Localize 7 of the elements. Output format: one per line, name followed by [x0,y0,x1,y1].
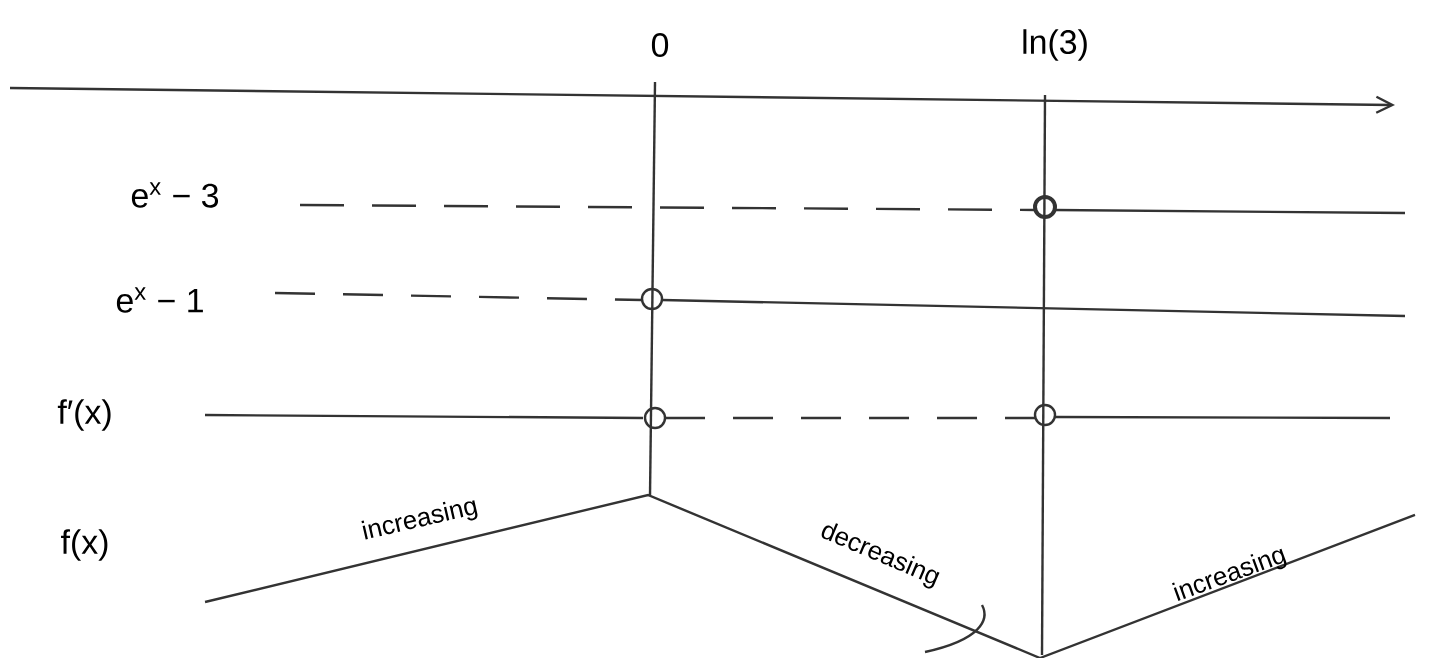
row-label: e$^{x}$ − 3 [131,182,219,208]
tick-label: 0 [651,33,669,57]
row-label: f(x) [61,529,108,561]
tick-label: ln(3) [1023,29,1087,61]
row-label: e$^{x}$ − 1 [116,287,203,313]
row-label: f′(x) [57,399,111,431]
trend-label: increasing [361,500,478,540]
